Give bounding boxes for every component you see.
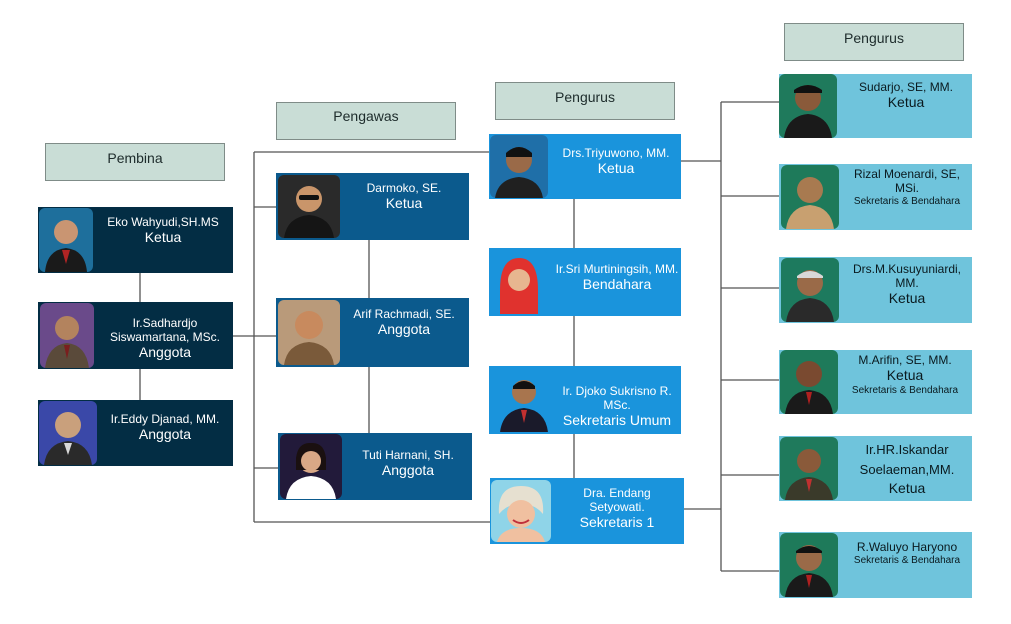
header-pengurus-right: Pengurus [784, 23, 964, 61]
member-card: Ir.Sri Murtiningsih, MM. Bendahara [489, 248, 681, 316]
member-card: Ir.HR.Iskandar Soelaeman,MM. Ketua [779, 436, 972, 501]
member-role: Ketua [888, 480, 926, 496]
member-card: Eko Wahyudi,SH.MS Ketua [38, 207, 233, 273]
member-name: Dra. Endang Setyowati. [583, 486, 651, 514]
person-photo-icon [39, 401, 97, 465]
person-photo-icon [40, 303, 94, 368]
member-name: Tuti Harnani, SH. [362, 448, 454, 462]
member-card: M.Arifin, SE, MM. Ketua Sekretaris & Ben… [779, 350, 972, 414]
member-role: Sekretaris Umum [562, 412, 672, 428]
member-card: Tuti Harnani, SH. Anggota [278, 433, 472, 500]
member-role: Ketua [886, 367, 924, 383]
member-role: Sekretaris & Bendahara [853, 196, 961, 207]
member-name: Rizal Moenardi, SE, MSi. [853, 167, 961, 195]
member-role: Ketua [144, 229, 182, 245]
member-name: Drs.M.Kusuyuniardi, MM. [852, 262, 962, 290]
member-card: Drs.Triyuwono, MM. Ketua [489, 134, 681, 199]
person-photo-icon [780, 533, 838, 597]
member-card: Ir. Djoko Sukrisno R. MSc. Sekretaris Um… [489, 366, 681, 434]
person-photo-icon [39, 208, 93, 272]
member-role: Sekretaris & Bendahara [853, 555, 961, 566]
member-name: Eko Wahyudi,SH.MS [107, 215, 219, 229]
member-name: Darmoko, SE. [366, 181, 442, 195]
member-role: Anggota [138, 344, 192, 360]
person-photo-icon [490, 250, 548, 314]
member-card: Rizal Moenardi, SE, MSi. Sekretaris & Be… [779, 164, 972, 230]
member-role: Anggota [377, 321, 431, 337]
header-pengurus-center: Pengurus [495, 82, 675, 120]
member-role: Ketua [887, 94, 925, 110]
member-role: Ketua [888, 290, 926, 306]
member-name: M.Arifin, SE, MM. [858, 353, 952, 367]
member-name: Ir.Sadhardjo Siswamartana, MSc. [109, 316, 221, 344]
person-photo-icon [495, 368, 553, 432]
member-name: Ir.Sri Murtiningsih, MM. [555, 262, 679, 276]
person-photo-icon [491, 480, 551, 542]
member-card: Arif Rachmadi, SE. Anggota [276, 298, 469, 367]
member-role-secondary: Sekretaris & Bendahara [851, 385, 959, 396]
member-card: R.Waluyo Haryono Sekretaris & Bendahara [779, 532, 972, 598]
person-photo-icon [781, 165, 839, 229]
member-card: Darmoko, SE. Ketua [276, 173, 469, 240]
member-role: Anggota [138, 426, 192, 442]
member-card: Drs.M.Kusuyuniardi, MM. Ketua [779, 257, 972, 323]
header-pengawas: Pengawas [276, 102, 456, 140]
member-card: Sudarjo, SE, MM. Ketua [779, 74, 972, 138]
member-name: Arif Rachmadi, SE. [353, 307, 455, 321]
member-name: Ir. Djoko Sukrisno R. MSc. [562, 384, 672, 412]
member-name: Drs.Triyuwono, MM. [562, 146, 670, 160]
member-role: Sekretaris 1 [579, 514, 655, 530]
member-name: R.Waluyo Haryono [856, 540, 958, 554]
person-photo-icon [280, 434, 342, 499]
person-photo-icon [490, 135, 548, 198]
member-role: Bendahara [582, 276, 652, 292]
member-name: Ir.HR.Iskandar Soelaeman,MM. [859, 442, 955, 477]
member-name: Sudarjo, SE, MM. [858, 80, 954, 94]
person-photo-icon [780, 350, 838, 414]
person-photo-icon [278, 175, 340, 238]
member-card: Dra. Endang Setyowati. Sekretaris 1 [490, 478, 684, 544]
member-card: Ir.Eddy Djanad, MM. Anggota [38, 400, 233, 466]
header-pembina: Pembina [45, 143, 225, 181]
member-name: Ir.Eddy Djanad, MM. [110, 412, 220, 426]
person-photo-icon [780, 437, 838, 500]
person-photo-icon [779, 74, 837, 138]
member-card: Ir.Sadhardjo Siswamartana, MSc. Anggota [38, 302, 233, 369]
member-role: Ketua [597, 160, 635, 176]
person-photo-icon [278, 300, 340, 365]
member-role: Anggota [381, 462, 435, 478]
person-photo-icon [781, 258, 839, 322]
member-role: Ketua [385, 195, 423, 211]
